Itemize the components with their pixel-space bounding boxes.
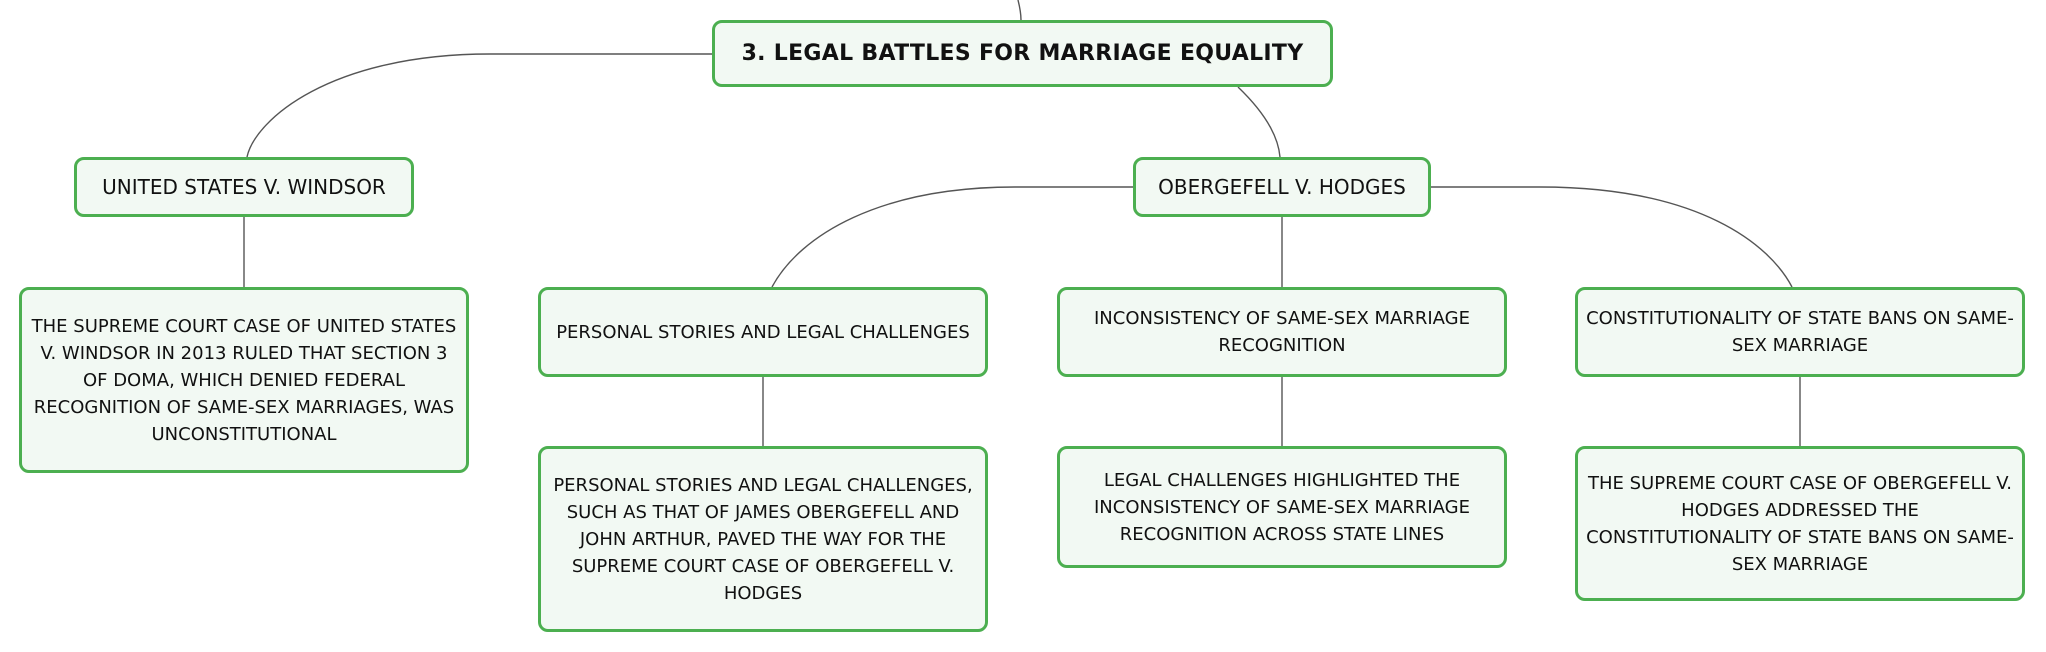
windsor-topic-node[interactable]: UNITED STATES V. WINDSOR: [74, 157, 414, 217]
constitutionality-detail-node[interactable]: THE SUPREME COURT CASE OF OBERGEFELL V. …: [1575, 446, 2025, 601]
windsor-topic-label: UNITED STATES V. WINDSOR: [102, 174, 386, 199]
obergefell-topic-node[interactable]: OBERGEFELL V. HODGES: [1133, 157, 1431, 217]
windsor-detail-node[interactable]: THE SUPREME COURT CASE OF UNITED STATES …: [19, 287, 469, 473]
inconsistency-node[interactable]: INCONSISTENCY OF SAME-SEX MARRIAGE RECOG…: [1057, 287, 1507, 377]
constitutionality-detail-text: THE SUPREME COURT CASE OF OBERGEFELL V. …: [1586, 472, 2014, 575]
personal-stories-label: PERSONAL STORIES AND LEGAL CHALLENGES: [556, 321, 970, 343]
edge-parent-to-root: [1017, 0, 1022, 21]
edge-root-to-windsor: [246, 53, 712, 158]
windsor-detail-text: THE SUPREME COURT CASE OF UNITED STATES …: [31, 315, 457, 445]
edge-root-to-obergefell: [1237, 86, 1281, 158]
edge-obergefell-to-personal: [771, 186, 1133, 288]
personal-stories-detail-node[interactable]: PERSONAL STORIES AND LEGAL CHALLENGES, S…: [538, 446, 988, 632]
constitutionality-label: CONSTITUTIONALITY OF STATE BANS ON SAME-…: [1586, 308, 2014, 356]
root-topic-label: 3. LEGAL BATTLES FOR MARRIAGE EQUALITY: [741, 41, 1304, 66]
constitutionality-node[interactable]: CONSTITUTIONALITY OF STATE BANS ON SAME-…: [1575, 287, 2025, 377]
inconsistency-detail-node[interactable]: LEGAL CHALLENGES HIGHLIGHTED THE INCONSI…: [1057, 446, 1507, 568]
personal-stories-node[interactable]: PERSONAL STORIES AND LEGAL CHALLENGES: [538, 287, 988, 377]
inconsistency-label: INCONSISTENCY OF SAME-SEX MARRIAGE RECOG…: [1094, 308, 1470, 356]
edge-obergefell-to-constitutionality: [1431, 186, 1793, 288]
inconsistency-detail-text: LEGAL CHALLENGES HIGHLIGHTED THE INCONSI…: [1094, 469, 1470, 545]
personal-stories-detail-text: PERSONAL STORIES AND LEGAL CHALLENGES, S…: [553, 474, 973, 604]
root-topic-node[interactable]: 3. LEGAL BATTLES FOR MARRIAGE EQUALITY: [712, 20, 1333, 87]
obergefell-topic-label: OBERGEFELL V. HODGES: [1158, 174, 1406, 199]
